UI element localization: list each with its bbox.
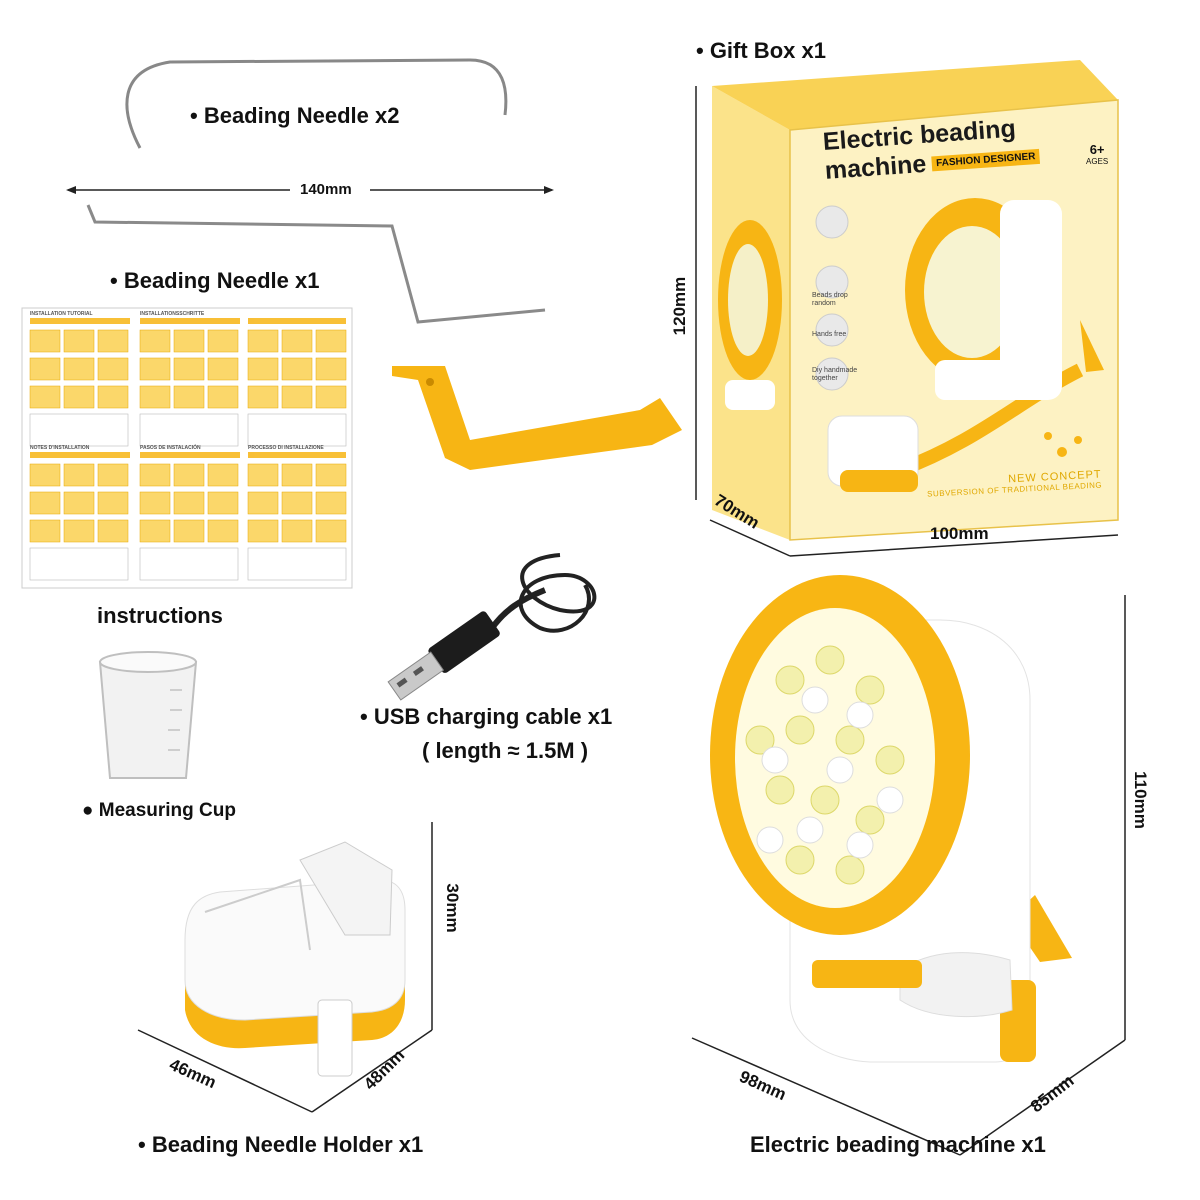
label-measuring-cup: ● Measuring Cup (82, 800, 236, 821)
label-usb-cable: • USB charging cable x1 (360, 704, 613, 729)
beading-machine (710, 575, 1072, 1063)
measuring-cup (98, 651, 198, 779)
gift-box (712, 60, 1119, 541)
beads (745, 645, 905, 885)
sheet-heading-2: INSTALLATIONSSCHRITTE (140, 311, 205, 317)
usb-cable (387, 553, 597, 701)
sheet-heading-4: PASOS DE INSTALACIÓN (140, 445, 201, 451)
box-feature-3: Diy handmade together (812, 367, 858, 382)
yellow-bracket (392, 366, 682, 470)
label-machine: Electric beading machine x1 (750, 1132, 1046, 1157)
box-feature-1: Beads drop random (812, 292, 848, 307)
dim-needle-length: 140mm (300, 181, 352, 198)
instruction-sheet (21, 307, 353, 589)
dim-box-width: 100mm (930, 524, 989, 543)
box-features: Beads drop random Hands free Diy handmad… (812, 292, 862, 382)
box-age-number: 6+ (1089, 142, 1105, 157)
box-badge: FASHION DESIGNER (931, 148, 1040, 172)
label-gift-box: • Gift Box x1 (696, 38, 826, 63)
needle-holder (184, 841, 406, 1077)
bent-needle (86, 204, 546, 324)
box-feature-2: Hands free (812, 331, 847, 339)
sheet-heading-5: PROCESSO DI INSTALLAZIONE (248, 445, 324, 451)
box-age: 6+ AGES (1086, 142, 1108, 166)
sheet-heading-1: INSTALLATION TUTORIAL (30, 311, 93, 317)
box-age-sub: AGES (1086, 157, 1109, 166)
label-needle-x2: • Beading Needle x2 (190, 103, 400, 128)
dim-box-height: 120mm (670, 276, 689, 336)
label-needle-x1: • Beading Needle x1 (110, 268, 320, 293)
label-instructions: instructions (97, 603, 223, 628)
label-needle-holder: • Beading Needle Holder x1 (138, 1132, 424, 1157)
label-usb-length: ( length ≈ 1.5M ) (422, 738, 589, 763)
dim-machine-height: 110mm (1131, 771, 1150, 829)
sheet-heading-3: NOTES D'INSTALLATION (30, 445, 90, 451)
curved-needle (125, 58, 508, 149)
dim-holder-height: 30mm (443, 883, 462, 933)
